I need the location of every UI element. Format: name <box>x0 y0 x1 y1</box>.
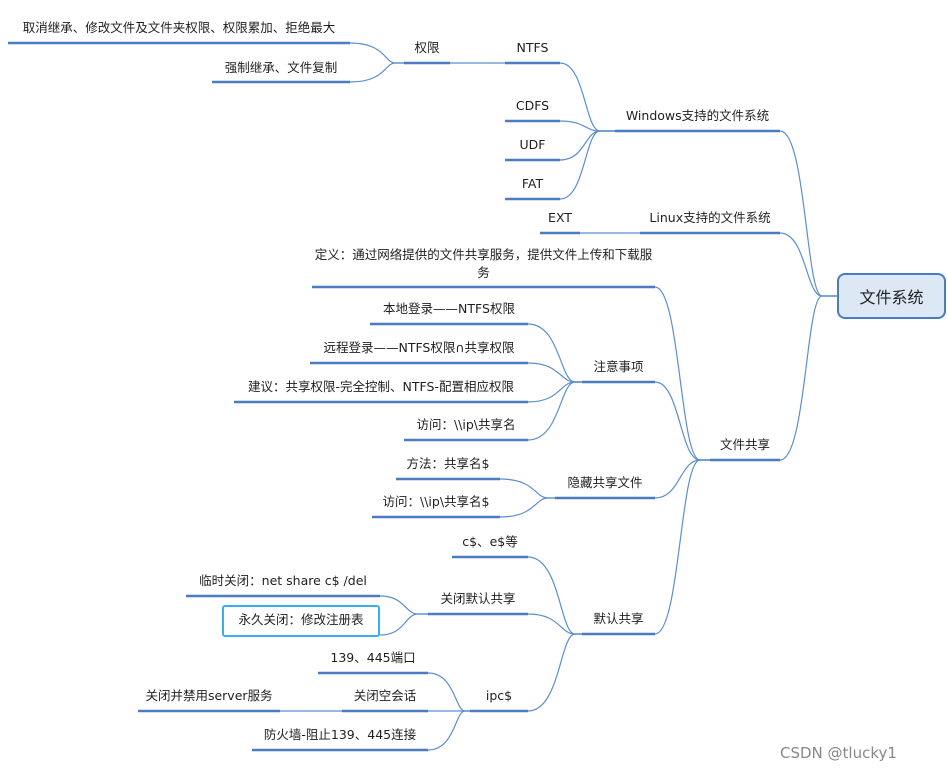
node-quanxian[interactable]: 权限 <box>414 40 440 55</box>
edge-ipc-port <box>427 672 470 712</box>
edge-share-default <box>654 459 710 635</box>
edge-default-close <box>527 613 582 635</box>
node-close-2[interactable]: 永久关闭：修改注册表 <box>238 612 364 627</box>
edge-root-windows <box>779 130 837 297</box>
node-linux[interactable]: Linux支持的文件系统 <box>649 210 771 225</box>
node-port[interactable]: 139、445端口 <box>330 650 416 665</box>
edge-root-share <box>779 295 837 461</box>
node-share[interactable]: 文件共享 <box>719 437 770 452</box>
edge-notes-2 <box>527 362 582 383</box>
node-session[interactable]: 关闭空会话 <box>353 688 417 703</box>
node-cdfs[interactable]: CDFS <box>515 98 550 113</box>
node-ipc[interactable]: ipc$ <box>485 688 513 703</box>
node-fat[interactable]: FAT <box>521 176 544 191</box>
node-hidden[interactable]: 隐藏共享文件 <box>567 475 643 490</box>
edge-share-definition <box>654 286 710 461</box>
node-definition[interactable]: 定义：通过网络提供的文件共享服务，提供文件上传和下载服务 <box>314 247 653 280</box>
node-firewall[interactable]: 防火墙-阻止139、445连接 <box>263 727 417 742</box>
node-udf[interactable]: UDF <box>519 137 546 152</box>
edge-close-2 <box>379 613 428 636</box>
edge-windows-fat <box>559 130 615 200</box>
root-label: 文件系统 <box>859 288 924 307</box>
node-ce[interactable]: c$、e$等 <box>462 534 518 549</box>
node-default[interactable]: 默认共享 <box>593 611 644 626</box>
node-notes[interactable]: 注意事项 <box>593 359 644 374</box>
node-ext[interactable]: EXT <box>548 210 572 225</box>
edge-quanxian-item1 <box>349 42 404 64</box>
edge-default-ipc <box>527 633 582 712</box>
node-notes-2[interactable]: 远程登录——NTFS权限∩共享权限 <box>323 340 515 355</box>
edge-root-linux <box>779 232 837 297</box>
node-notes-1[interactable]: 本地登录——NTFS权限 <box>383 301 515 316</box>
node-ntfs[interactable]: NTFS <box>516 40 549 55</box>
edge-notes-1 <box>527 323 582 383</box>
root-node[interactable]: 文件系统 <box>837 273 946 319</box>
node-hidden-2[interactable]: 访问：\\ip\共享名$ <box>382 494 490 509</box>
edge-close-1 <box>379 595 428 615</box>
edge-default-ce <box>527 556 582 635</box>
edge-share-notes <box>654 381 710 461</box>
edge-quanxian-item2 <box>349 62 404 83</box>
watermark: CSDN @tlucky1 <box>780 744 897 762</box>
edge-windows-ntfs <box>559 62 615 132</box>
edge-windows-cdfs <box>559 120 615 132</box>
edge-notes-4 <box>527 381 582 441</box>
edge-windows-udf <box>559 130 615 161</box>
edge-share-hidden <box>654 459 710 499</box>
node-quanxian-item1[interactable]: 取消继承、修改文件及文件夹权限、权限累加、拒绝最大 <box>22 20 336 35</box>
node-close-1[interactable]: 临时关闭：net share c$ /del <box>199 573 367 588</box>
node-close[interactable]: 关闭默认共享 <box>440 591 516 606</box>
edge-notes-3 <box>527 381 582 403</box>
edge-ipc-firewall <box>427 710 470 751</box>
edge-hidden-2 <box>499 497 555 518</box>
edge-hidden-1 <box>499 478 555 499</box>
node-notes-3[interactable]: 建议：共享权限-完全控制、NTFS-配置相应权限 <box>248 379 514 394</box>
node-quanxian-item2[interactable]: 强制继承、文件复制 <box>224 60 338 75</box>
selected-node-box[interactable] <box>222 605 380 637</box>
node-notes-4[interactable]: 访问：\\ip\共享名 <box>416 417 516 432</box>
node-hidden-1[interactable]: 方法：共享名$ <box>406 456 490 471</box>
node-windows[interactable]: Windows支持的文件系统 <box>625 108 770 123</box>
node-session-item[interactable]: 关闭并禁用server服务 <box>145 688 273 703</box>
